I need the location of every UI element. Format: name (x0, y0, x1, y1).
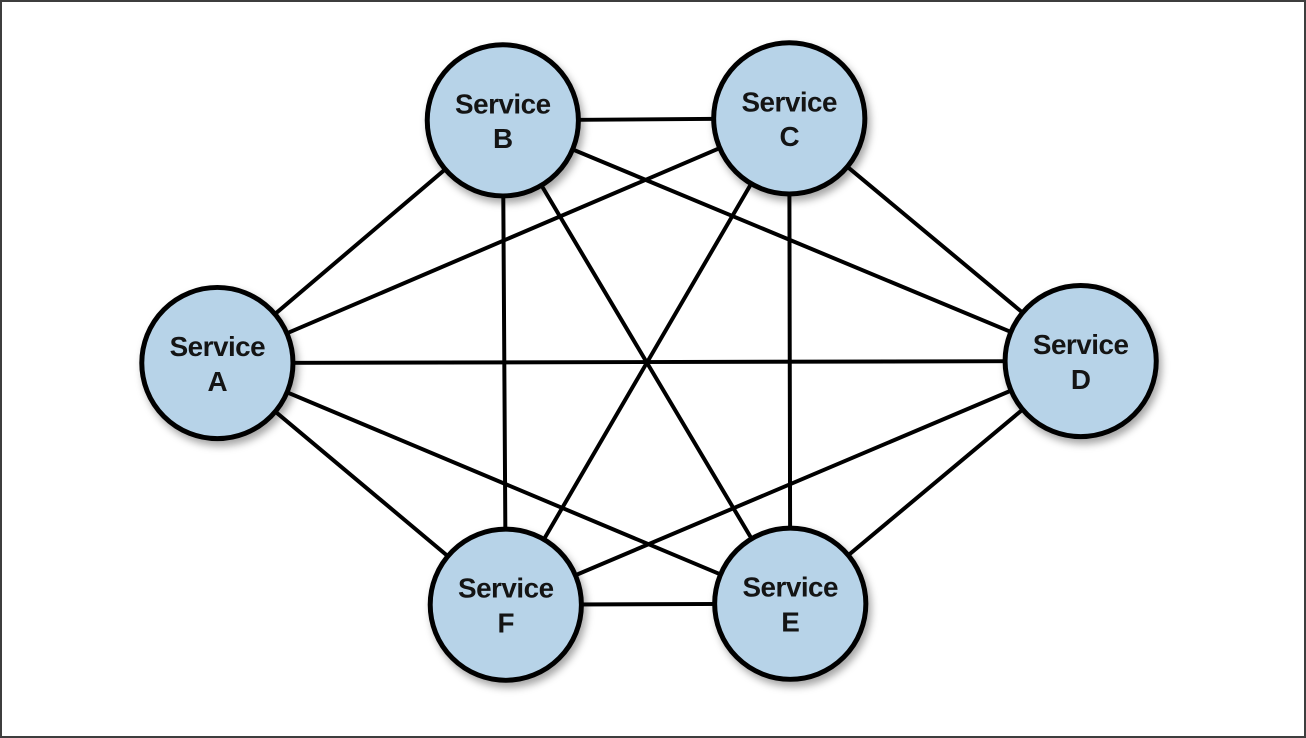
node-label-line1: Service (170, 331, 266, 362)
node-circle-d (1002, 282, 1159, 440)
node-circle-b (424, 42, 581, 199)
node-label-line2: F (498, 608, 515, 639)
edge-b-f (500, 118, 508, 607)
node-circle-e (712, 525, 869, 682)
edge-d-f (503, 359, 1083, 607)
node-circle-a (139, 284, 296, 442)
node-label-line2: B (493, 123, 513, 154)
edge-b-d (500, 118, 1083, 364)
node-label-line2: D (1071, 364, 1091, 395)
node-label-line2: A (208, 366, 228, 397)
node-label-line2: C (779, 121, 799, 152)
node-label-line1: Service (1033, 329, 1129, 360)
node-label-line1: Service (458, 573, 554, 604)
node-label-line1: Service (455, 88, 551, 119)
node-label-line1: Service (742, 572, 838, 603)
edges-layer (215, 116, 1083, 607)
node-label-line2: E (781, 607, 799, 638)
node-label-line1: Service (741, 86, 837, 117)
edge-c-e (787, 116, 793, 606)
node-circle-c (711, 40, 868, 197)
node-circle-f (427, 526, 584, 683)
edge-c-f (503, 116, 792, 607)
